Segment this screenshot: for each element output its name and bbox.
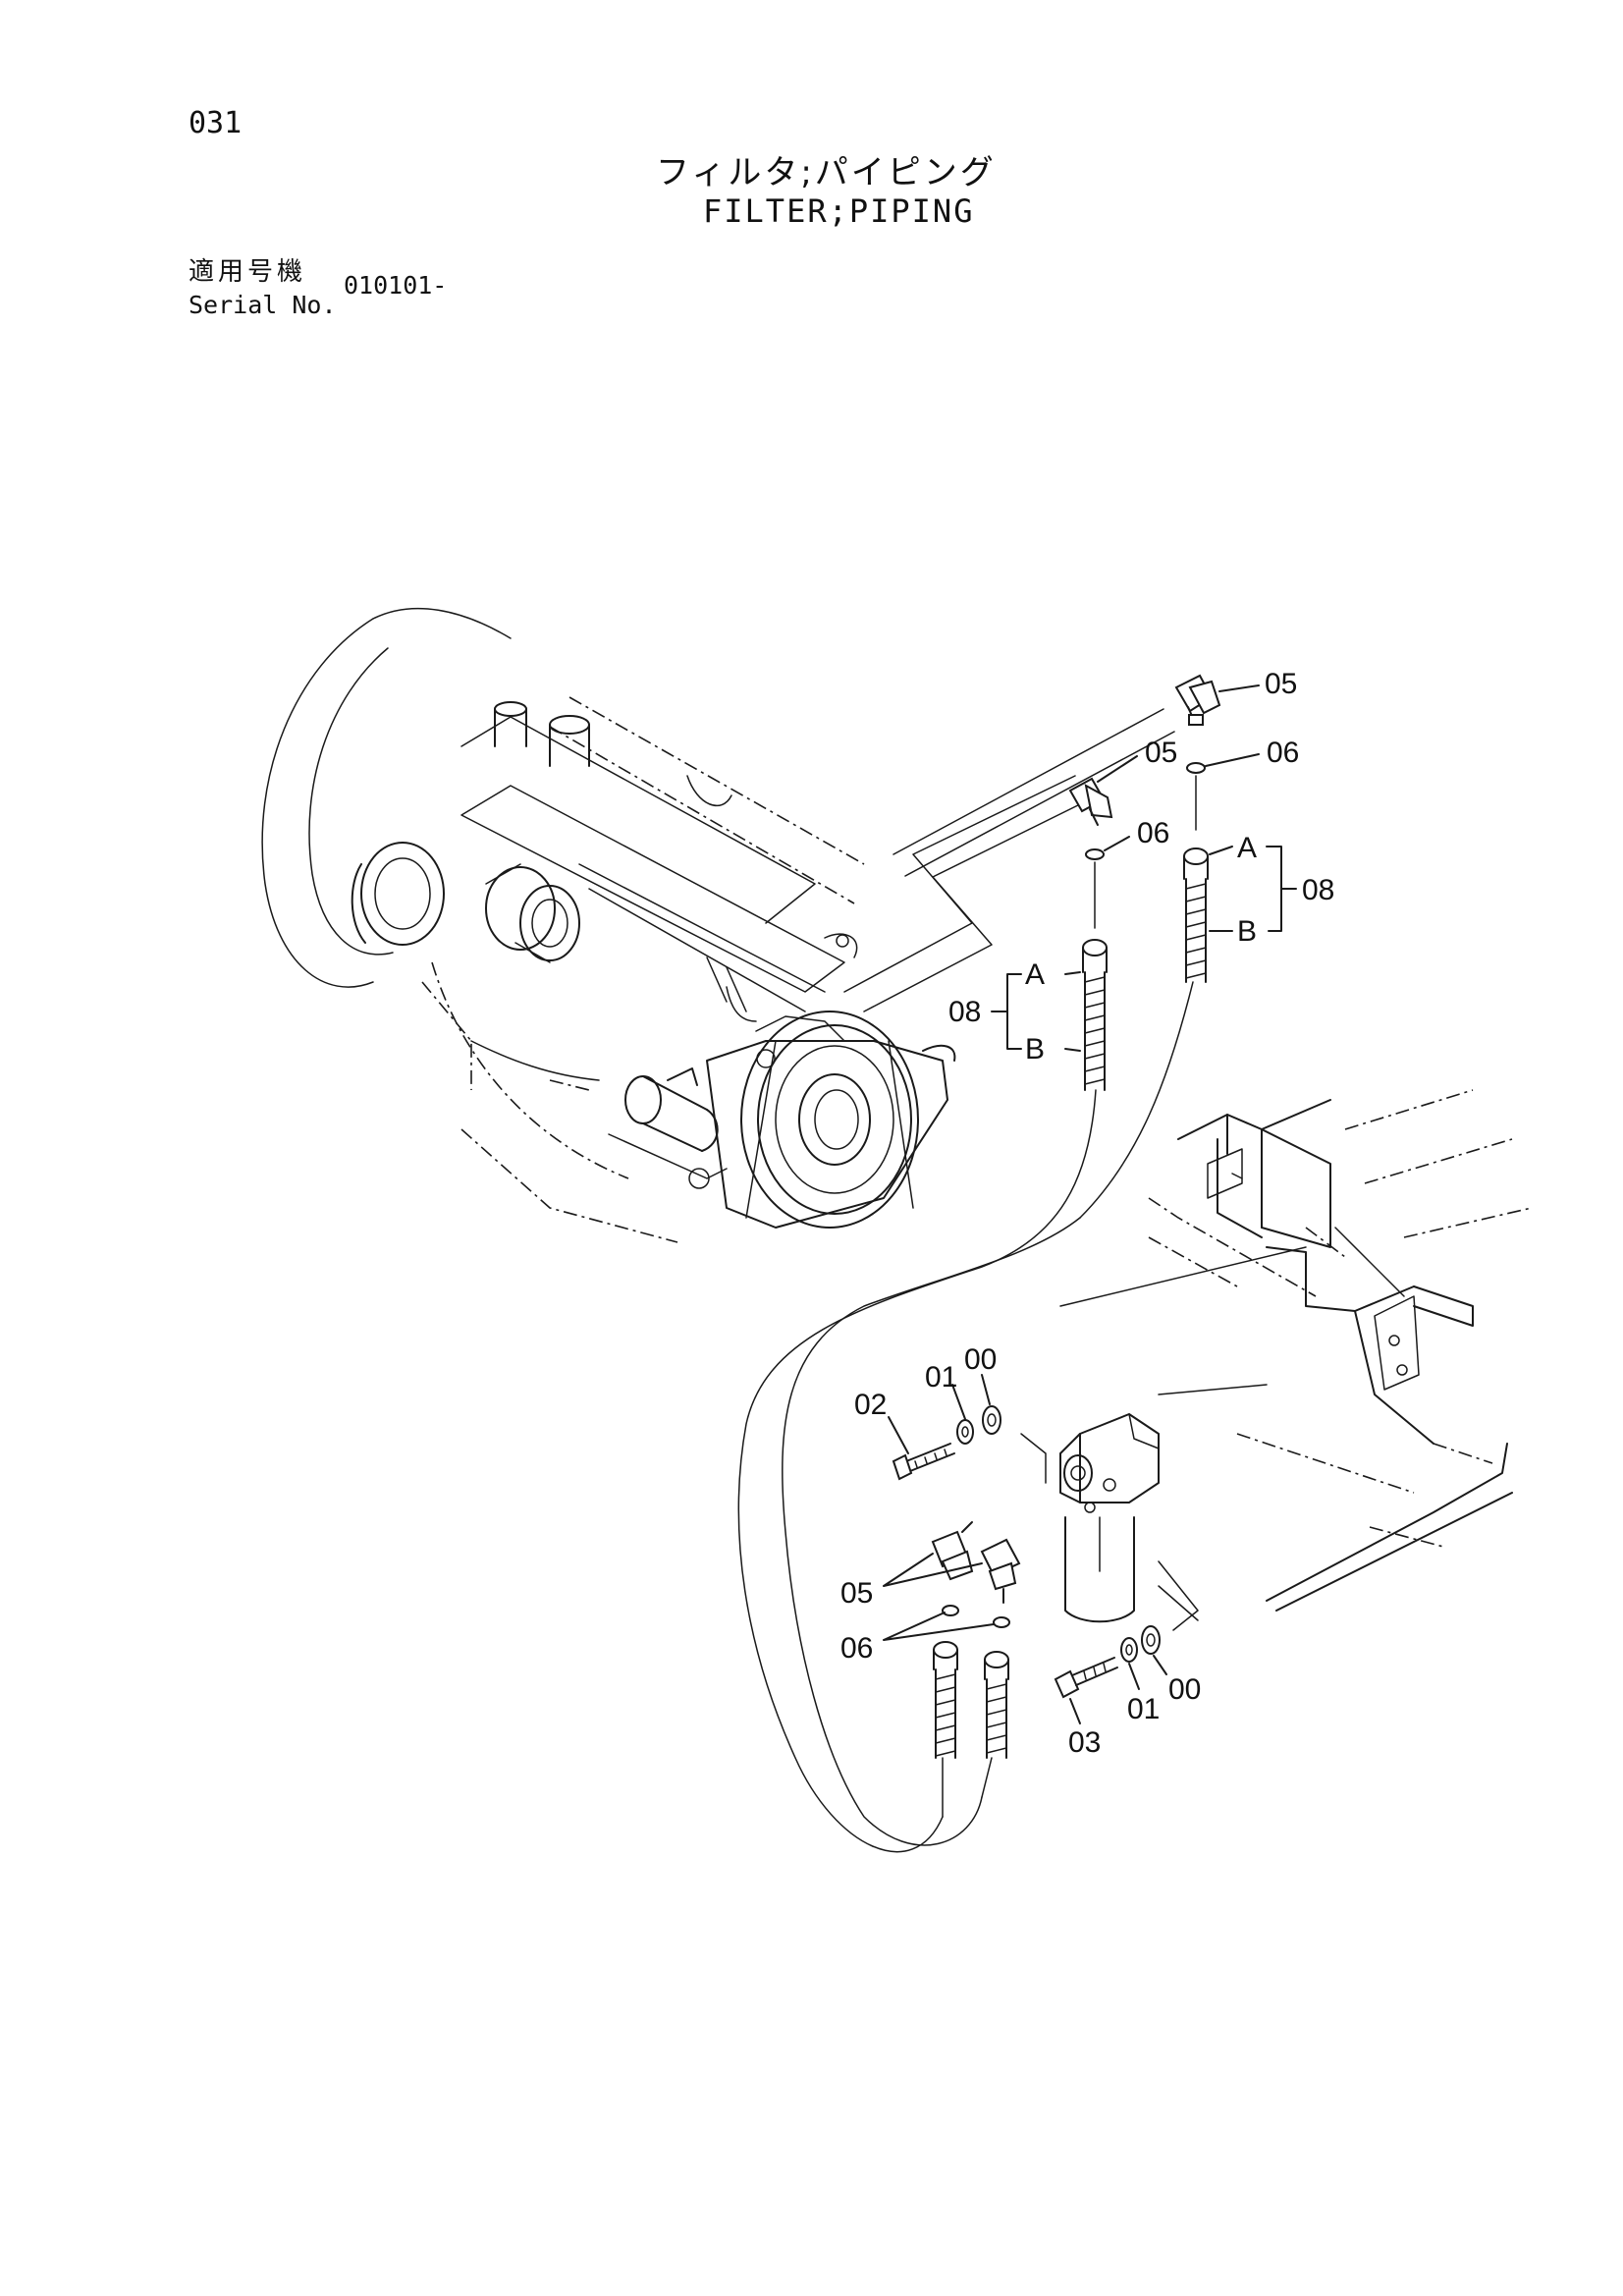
title-japanese: フィルタ;パイピング [656,153,997,192]
callout-01-upper: 01 [925,1361,957,1394]
callout-00-upper: 00 [964,1343,997,1376]
hose-assembly-right [1183,847,1209,983]
serial-number-value: 010101- [344,271,448,300]
callout-06-mid: 06 [1137,817,1169,849]
hose-routing [737,708,1194,1853]
callout-00-lower: 00 [1168,1673,1201,1706]
callout-05-lower: 05 [840,1577,873,1610]
callout-05-mid: 05 [1145,737,1177,769]
callout-08-left: 08 [948,996,981,1028]
callout-08-right: 08 [1302,874,1334,906]
serial-label-english: Serial No. [189,291,337,319]
bolt-02 [892,1443,955,1481]
bracket-08-right [1266,846,1282,932]
leader-05-lower [883,1553,983,1587]
hose-lower-right [984,1651,1009,1759]
elbow-fitting-lower-right [980,1538,1021,1604]
callout-b-left: B [1025,1033,1045,1066]
elbow-fitting-top-right [1174,674,1221,726]
leader-02 [888,1416,909,1454]
o-ring-lower-left [942,1605,959,1616]
page-number: 031 [189,106,243,140]
filter-assembly [1020,1413,1199,1631]
callout-05-top: 05 [1265,668,1297,700]
leader-06-lower [883,1612,995,1641]
o-ring-mid [1085,848,1105,860]
callout-01-lower: 01 [1127,1693,1160,1725]
o-ring-lower-right [993,1616,1010,1628]
washer-00-upper [982,1405,1001,1435]
callout-a-left: A [1025,958,1045,991]
frame-structure [1059,1089,1533,1612]
title-english: FILTER;PIPING [703,192,975,230]
callout-06-lower: 06 [840,1632,873,1665]
leader-06-top [1205,753,1260,767]
elbow-fitting-lower-left [931,1521,974,1581]
bolt-03 [1054,1657,1118,1699]
hose-lower-left [933,1641,958,1759]
hose-assembly-left [1082,939,1108,1091]
callout-02: 02 [854,1389,887,1421]
callout-a-right: A [1237,832,1257,864]
leader-03 [1069,1698,1081,1724]
washer-01-lower [1120,1637,1138,1663]
washer-01-upper [956,1419,974,1445]
leader-05-top [1218,684,1260,692]
o-ring-top-right [1186,762,1206,774]
serial-label-japanese: 適用号機 [189,257,307,287]
callout-b-right: B [1237,915,1257,948]
callout-03: 03 [1068,1726,1101,1759]
callout-06-top: 06 [1267,737,1299,769]
leader-06-mid [1104,836,1130,851]
leader-05-mid [1097,755,1138,783]
washer-00-lower [1141,1625,1161,1655]
elbow-fitting-mid [1068,777,1113,826]
engine-assembly [261,607,956,1243]
bracket-08-left [1006,973,1022,1050]
